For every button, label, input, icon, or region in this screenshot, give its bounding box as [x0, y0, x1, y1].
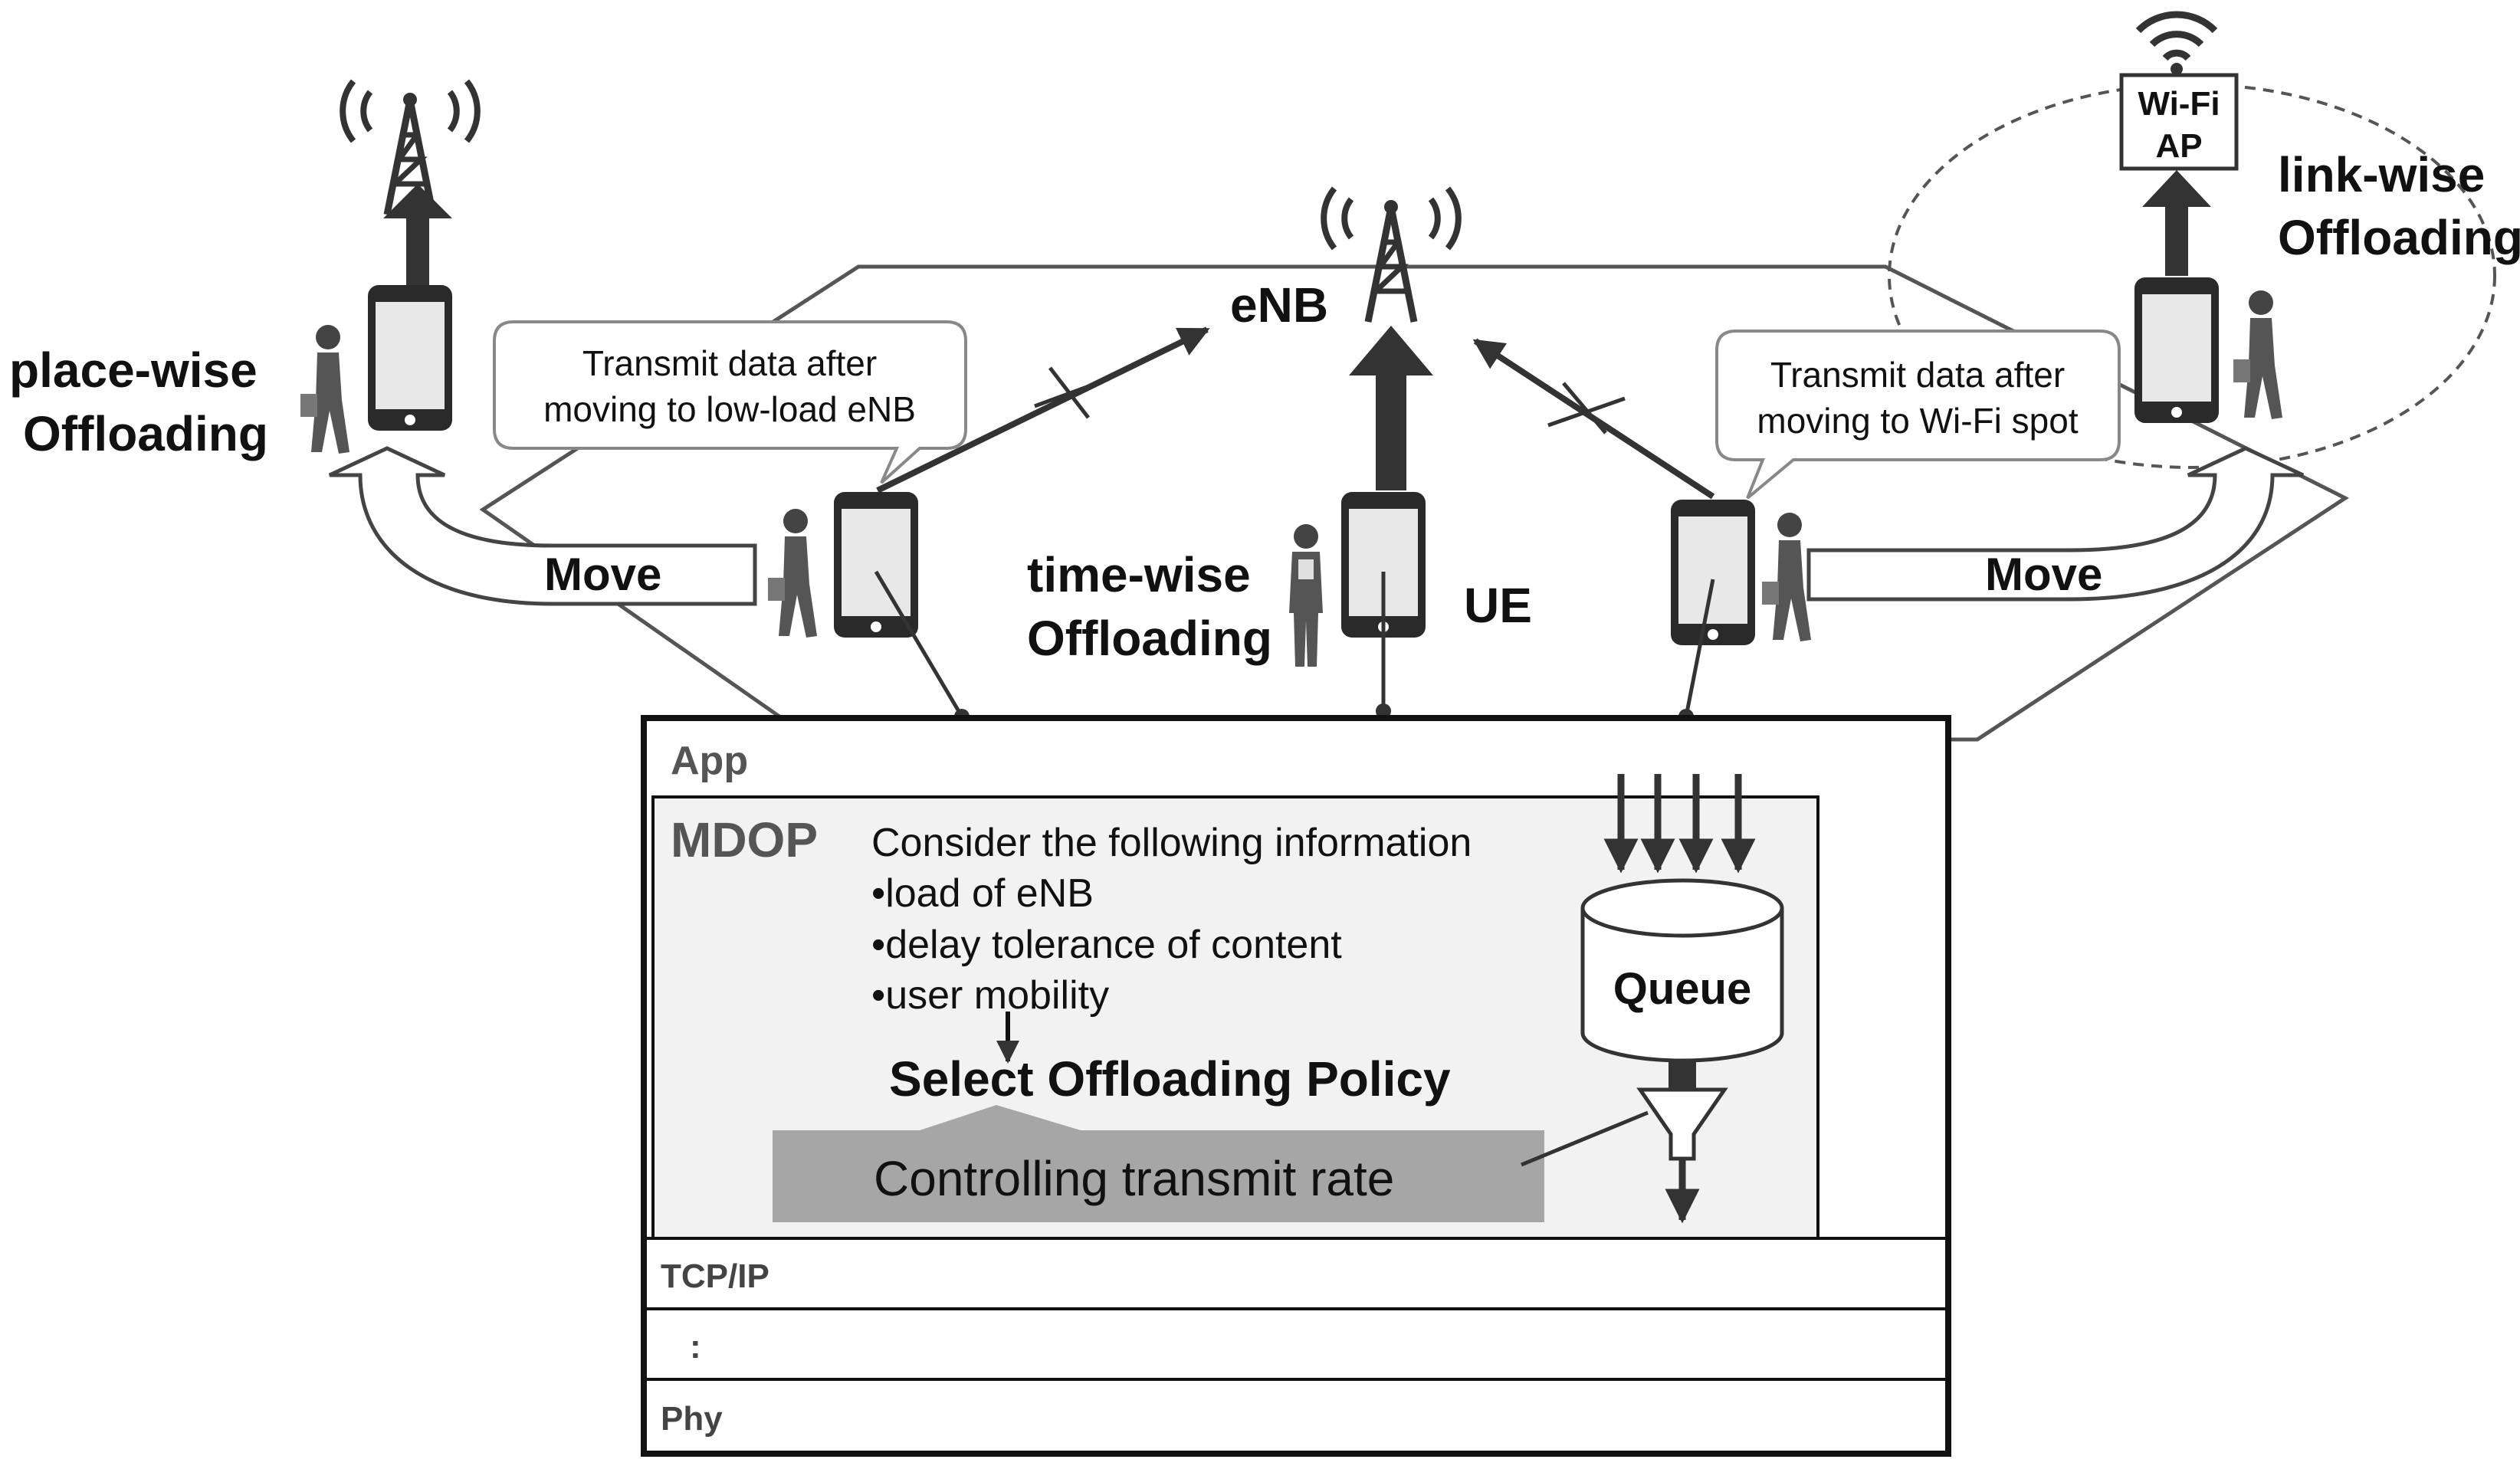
move-arrow-left-shape — [328, 446, 757, 606]
link-left-to-enb — [876, 326, 1210, 493]
bubble-right-line1: Transmit data after — [1770, 355, 2065, 395]
bubble-left-line1: Transmit data after — [582, 343, 877, 383]
funnel-valve — [1636, 1087, 1728, 1161]
antenna-tower-icon-enb — [1324, 189, 1459, 322]
wifi-ap-box — [2119, 73, 2239, 171]
time-wise-title-line2: Offloading — [1027, 611, 1272, 666]
layer-app: App — [671, 739, 748, 783]
blocked-mark-left — [1034, 366, 1108, 419]
link-wise-title-line1: link-wise — [2278, 147, 2485, 202]
person-icon-place-wise — [300, 325, 349, 454]
connector-right — [1684, 579, 1715, 717]
bubble-left-line2: moving to low-load eNB — [543, 389, 916, 429]
wifi-icon — [2138, 15, 2215, 75]
phone-icon-place-wise — [368, 285, 452, 431]
person-icon-center-ue — [1289, 524, 1323, 667]
queue-label: Queue — [1613, 964, 1752, 1014]
layer-ellipsis: : — [690, 1328, 701, 1366]
select-policy-label: Select Offloading Policy — [889, 1051, 1451, 1107]
layer-tcpip: TCP/IP — [661, 1258, 769, 1295]
move-label-right: Move — [1985, 549, 2102, 600]
phone-icon-link-wise — [2134, 277, 2219, 423]
phone-icon-right-ue — [1671, 500, 1755, 645]
person-icon-right-ue — [1762, 513, 1811, 641]
phone-icon-left-ue — [834, 492, 918, 638]
wifi-ap-label-line1: Wi-Fi — [2138, 85, 2220, 123]
layer-phy: Phy — [661, 1400, 723, 1438]
incoming-arrows — [1603, 774, 1756, 874]
link-wise-title-line2: Offloading — [2278, 210, 2520, 265]
info-item-1: •delay tolerance of content — [871, 923, 1342, 967]
uplink-arrow-right — [2142, 170, 2211, 276]
enb-label: eNB — [1230, 277, 1328, 333]
place-wise-title-line2: Offloading — [23, 406, 268, 461]
connector-left — [874, 570, 964, 718]
move-arrow-right-shape — [1806, 446, 2305, 602]
wifi-ap-label-line2: AP — [2155, 127, 2202, 165]
valve-link — [1521, 1110, 1649, 1167]
uplink-arrow-left — [383, 184, 452, 287]
ue-label: UE — [1464, 578, 1532, 633]
queue-outlet — [1669, 1059, 1696, 1091]
move-label-left: Move — [544, 549, 661, 600]
info-item-0: •load of eNB — [871, 871, 1094, 916]
person-icon-link-wise — [2233, 290, 2282, 419]
person-icon-left-ue — [768, 509, 817, 638]
controlling-label: Controlling transmit rate — [874, 1151, 1394, 1206]
info-item-2: •user mobility — [871, 973, 1109, 1018]
blocked-mark-right — [1547, 382, 1626, 434]
bubble-right-line2: moving to Wi-Fi spot — [1757, 401, 2078, 441]
info-title: Consider the following information — [871, 821, 1472, 865]
queue-cylinder — [1580, 878, 1784, 1063]
control-bar — [773, 1105, 1544, 1222]
uplink-arrow-center — [1349, 326, 1433, 490]
time-wise-title-line1: time-wise — [1027, 547, 1251, 602]
speech-bubble-right — [1715, 330, 2121, 500]
speech-bubble-left — [493, 320, 967, 484]
mdop-label: MDOP — [671, 812, 818, 867]
place-wise-title-line1: place-wise — [9, 343, 258, 398]
